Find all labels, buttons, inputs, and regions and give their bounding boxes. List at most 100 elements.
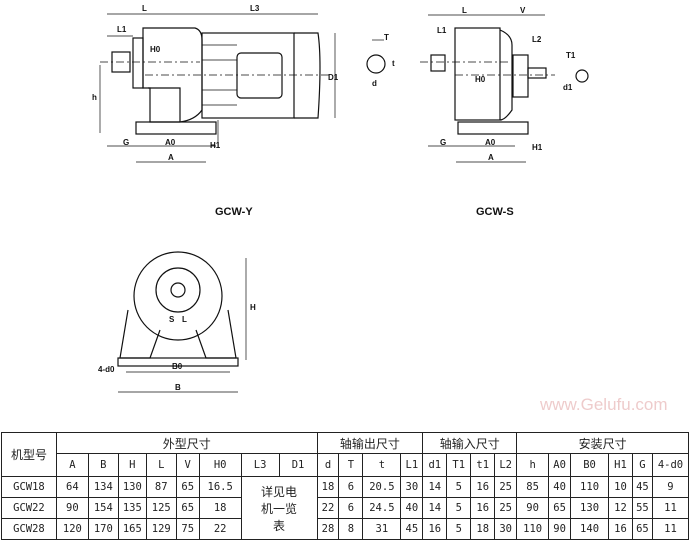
column-header: L3 <box>240 453 280 477</box>
gcw-y-drawing: L L3 L1 H0 D1 h H1 G A0 A GCW-Y <box>92 4 339 218</box>
dim-label: d1 <box>563 83 573 92</box>
table-cell: 31 <box>362 518 402 540</box>
table-cell: 65 <box>175 476 200 498</box>
table-cell: 65 <box>631 518 653 540</box>
dim-label: A <box>488 153 494 162</box>
table-cell: 14 <box>422 497 448 519</box>
merged-note-cell: 详见电机一览表 <box>240 476 318 540</box>
column-header: G <box>631 453 653 477</box>
table-cell: 65 <box>548 497 572 519</box>
table-cell: 130 <box>570 497 609 519</box>
gearbox-leg <box>148 87 181 122</box>
dim-label: H0 <box>150 45 161 54</box>
dim-label: V <box>520 6 526 15</box>
column-header: H0 <box>198 453 242 477</box>
column-header: d1 <box>422 453 448 477</box>
table-cell: 110 <box>516 518 550 540</box>
column-header: H <box>117 453 147 477</box>
group-header: 安装尺寸 <box>516 432 689 454</box>
column-header: A <box>55 453 89 477</box>
dim-label: G <box>440 138 446 147</box>
table-cell: GCW22 <box>1 497 57 519</box>
front-view-drawing: S L H 4-d0 B0 B <box>98 251 256 393</box>
group-header: 轴输入尺寸 <box>422 432 518 454</box>
watermark: www.Gelufu.com <box>540 395 668 414</box>
table-cell: 12 <box>608 497 633 519</box>
table-cell: 135 <box>117 497 147 519</box>
table-cell: 90 <box>55 497 89 519</box>
dim-label: d <box>372 79 377 88</box>
dim-label: B <box>175 383 181 392</box>
table-cell: 11 <box>651 518 689 540</box>
column-header: t <box>362 453 402 477</box>
dim-label: D1 <box>328 73 339 82</box>
table-cell: 120 <box>55 518 89 540</box>
table-cell: 75 <box>175 518 200 540</box>
dim-label: T <box>384 33 389 42</box>
column-header: d <box>316 453 340 477</box>
column-header: T <box>338 453 364 477</box>
column-header: 4-d0 <box>651 453 689 477</box>
table-cell: 16 <box>470 476 496 498</box>
table-cell: 40 <box>548 476 572 498</box>
column-header: L2 <box>494 453 518 477</box>
table-cell: 6 <box>338 497 364 519</box>
dim-label: L3 <box>250 4 260 13</box>
table-cell: 30 <box>494 518 518 540</box>
column-header: T1 <box>446 453 472 477</box>
dim-label: T1 <box>566 51 576 60</box>
dim-label: L1 <box>437 26 447 35</box>
table-cell: 30 <box>400 476 424 498</box>
motor-body <box>201 32 295 119</box>
dim-label: L <box>462 6 467 15</box>
dim-label: L2 <box>532 35 542 44</box>
table-cell: 165 <box>117 518 147 540</box>
column-header: A0 <box>548 453 572 477</box>
dim-label: L <box>142 4 147 13</box>
table-cell: 16 <box>422 518 448 540</box>
column-header: t1 <box>470 453 496 477</box>
column-header: L <box>145 453 177 477</box>
dim-label: L1 <box>117 25 127 34</box>
table-cell: 45 <box>400 518 424 540</box>
model-header: 机型号 <box>1 432 57 477</box>
group-header: 外型尺寸 <box>55 432 318 454</box>
dim-label: H <box>250 303 256 312</box>
table-cell: 18 <box>198 497 242 519</box>
table-cell: 5 <box>446 518 472 540</box>
table-cell: 22 <box>198 518 242 540</box>
table-cell: 129 <box>145 518 177 540</box>
table-cell: 64 <box>55 476 89 498</box>
column-header: B0 <box>570 453 609 477</box>
table-cell: 65 <box>175 497 200 519</box>
table-cell: 18 <box>316 476 340 498</box>
table-cell: 24.5 <box>362 497 402 519</box>
table-cell: GCW28 <box>1 518 57 540</box>
dim-label: h <box>92 93 97 102</box>
column-header: H1 <box>608 453 633 477</box>
column-header: L1 <box>400 453 424 477</box>
table-cell: 110 <box>570 476 609 498</box>
column-header: h <box>516 453 550 477</box>
table-cell: 10 <box>608 476 633 498</box>
table-cell: 90 <box>516 497 550 519</box>
table-cell: 14 <box>422 476 448 498</box>
technical-drawings: L L3 L1 H0 D1 h H1 G A0 A GCW-Y T t d L … <box>92 4 589 393</box>
table-cell: 87 <box>145 476 177 498</box>
dim-label: 4-d0 <box>98 365 115 374</box>
dim-label: H1 <box>532 143 543 152</box>
terminal-box <box>236 52 283 99</box>
base <box>135 121 217 135</box>
table-cell: 85 <box>516 476 550 498</box>
table-cell: 40 <box>400 497 424 519</box>
group-header: 轴输出尺寸 <box>316 432 424 454</box>
table-cell: 140 <box>570 518 609 540</box>
dim-label: H1 <box>210 141 221 150</box>
dim-label: A0 <box>165 138 176 147</box>
table-cell: 22 <box>316 497 340 519</box>
column-header: D1 <box>278 453 318 477</box>
